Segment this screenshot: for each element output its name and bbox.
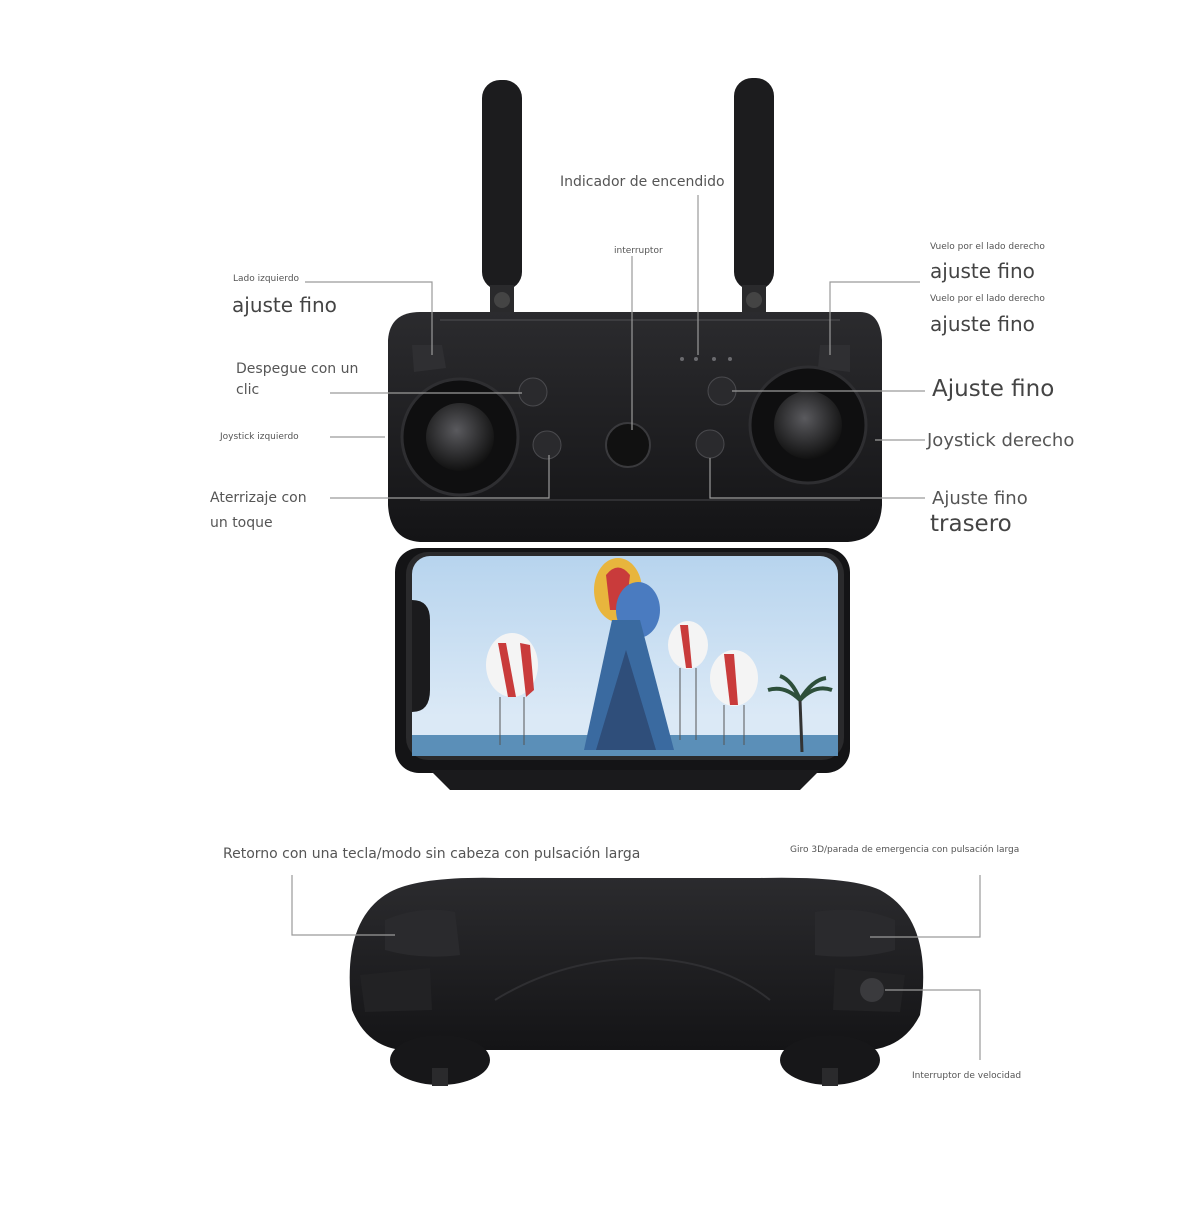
controller-front: [388, 312, 882, 542]
label-right-fine-tune-2: ajuste fino: [930, 312, 1035, 336]
label-flip-emergency: Giro 3D/parada de emergencia con pulsaci…: [790, 845, 1020, 855]
label-power-indicator: Indicador de encendido: [560, 174, 725, 190]
label-left-side: Lado izquierdo: [233, 274, 300, 284]
label-rear-fine-2: trasero: [930, 511, 1012, 537]
controller-rear: [349, 877, 924, 1086]
balloon-right-1: [668, 621, 708, 740]
label-switch: interruptor: [614, 246, 663, 256]
label-right-fine-tune-1: ajuste fino: [930, 259, 1035, 283]
label-landing-2: un toque: [210, 515, 273, 531]
palm-tree: [767, 674, 833, 753]
left-antenna: [482, 80, 522, 315]
label-right-joystick: Joystick derecho: [927, 430, 1075, 451]
label-landing-1: Aterrizaje con: [210, 490, 307, 506]
balloon-right-2: [710, 650, 758, 745]
label-left-joystick: Joystick izquierdo: [220, 432, 299, 442]
label-fine-tune: Ajuste fino: [932, 376, 1055, 402]
label-speed-switch: Interruptor de velocidad: [912, 1071, 1022, 1081]
label-return-headless: Retorno con una tecla/modo sin cabeza co…: [223, 846, 641, 862]
right-antenna: [734, 78, 774, 315]
label-right-side-1: Vuelo por el lado derecho: [930, 242, 1045, 252]
label-left-fine-tune: ajuste fino: [232, 293, 337, 317]
label-rear-fine-1: Ajuste fino: [932, 488, 1028, 509]
label-takeoff-2: clic: [236, 382, 260, 398]
leader-lines: [291, 195, 981, 1060]
label-takeoff-1: Despegue con un: [236, 361, 359, 377]
balloon-left: [486, 633, 538, 745]
phone-screen: [406, 552, 844, 760]
tower: [584, 620, 674, 750]
label-right-side-2: Vuelo por el lado derecho: [930, 294, 1045, 304]
